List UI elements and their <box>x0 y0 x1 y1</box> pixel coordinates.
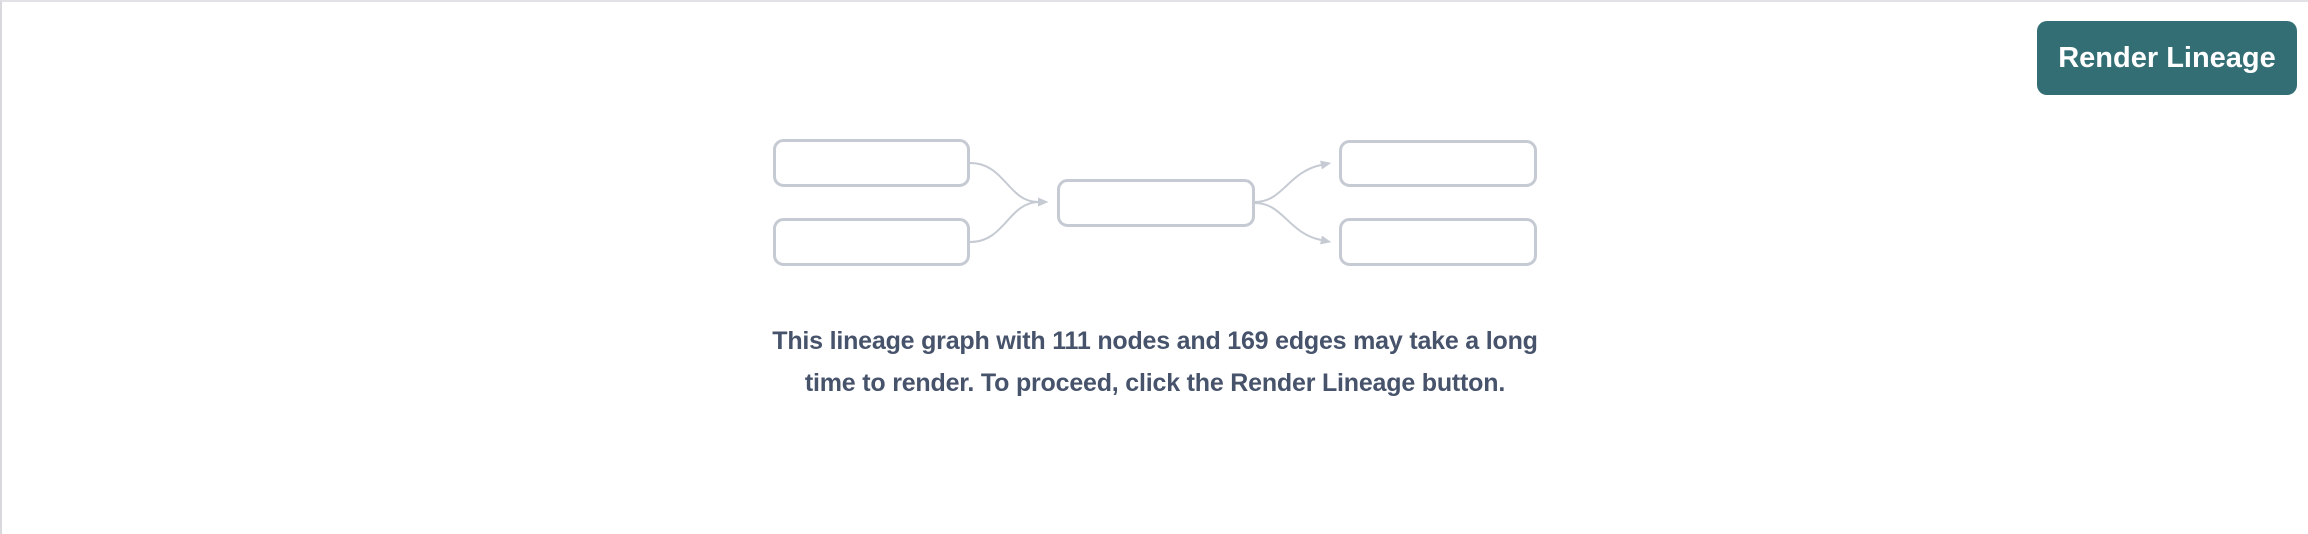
placeholder-node <box>1339 140 1537 187</box>
placeholder-node <box>773 139 970 187</box>
render-lineage-button[interactable]: Render Lineage <box>2037 21 2297 95</box>
lineage-graph-placeholder <box>773 139 1537 266</box>
placeholder-edge <box>969 162 1049 207</box>
placeholder-nodes <box>773 139 1537 266</box>
placeholder-edge <box>969 201 1039 243</box>
lineage-placeholder-content: This lineage graph with 111 nodes and 16… <box>705 2 1605 404</box>
placeholder-edge <box>1254 160 1332 203</box>
placeholder-node <box>1057 179 1255 227</box>
placeholder-edge <box>1254 202 1332 245</box>
placeholder-edges <box>969 160 1332 245</box>
placeholder-node <box>1339 218 1537 266</box>
placeholder-node <box>773 218 970 266</box>
render-warning-message: This lineage graph with 111 nodes and 16… <box>772 327 1538 397</box>
